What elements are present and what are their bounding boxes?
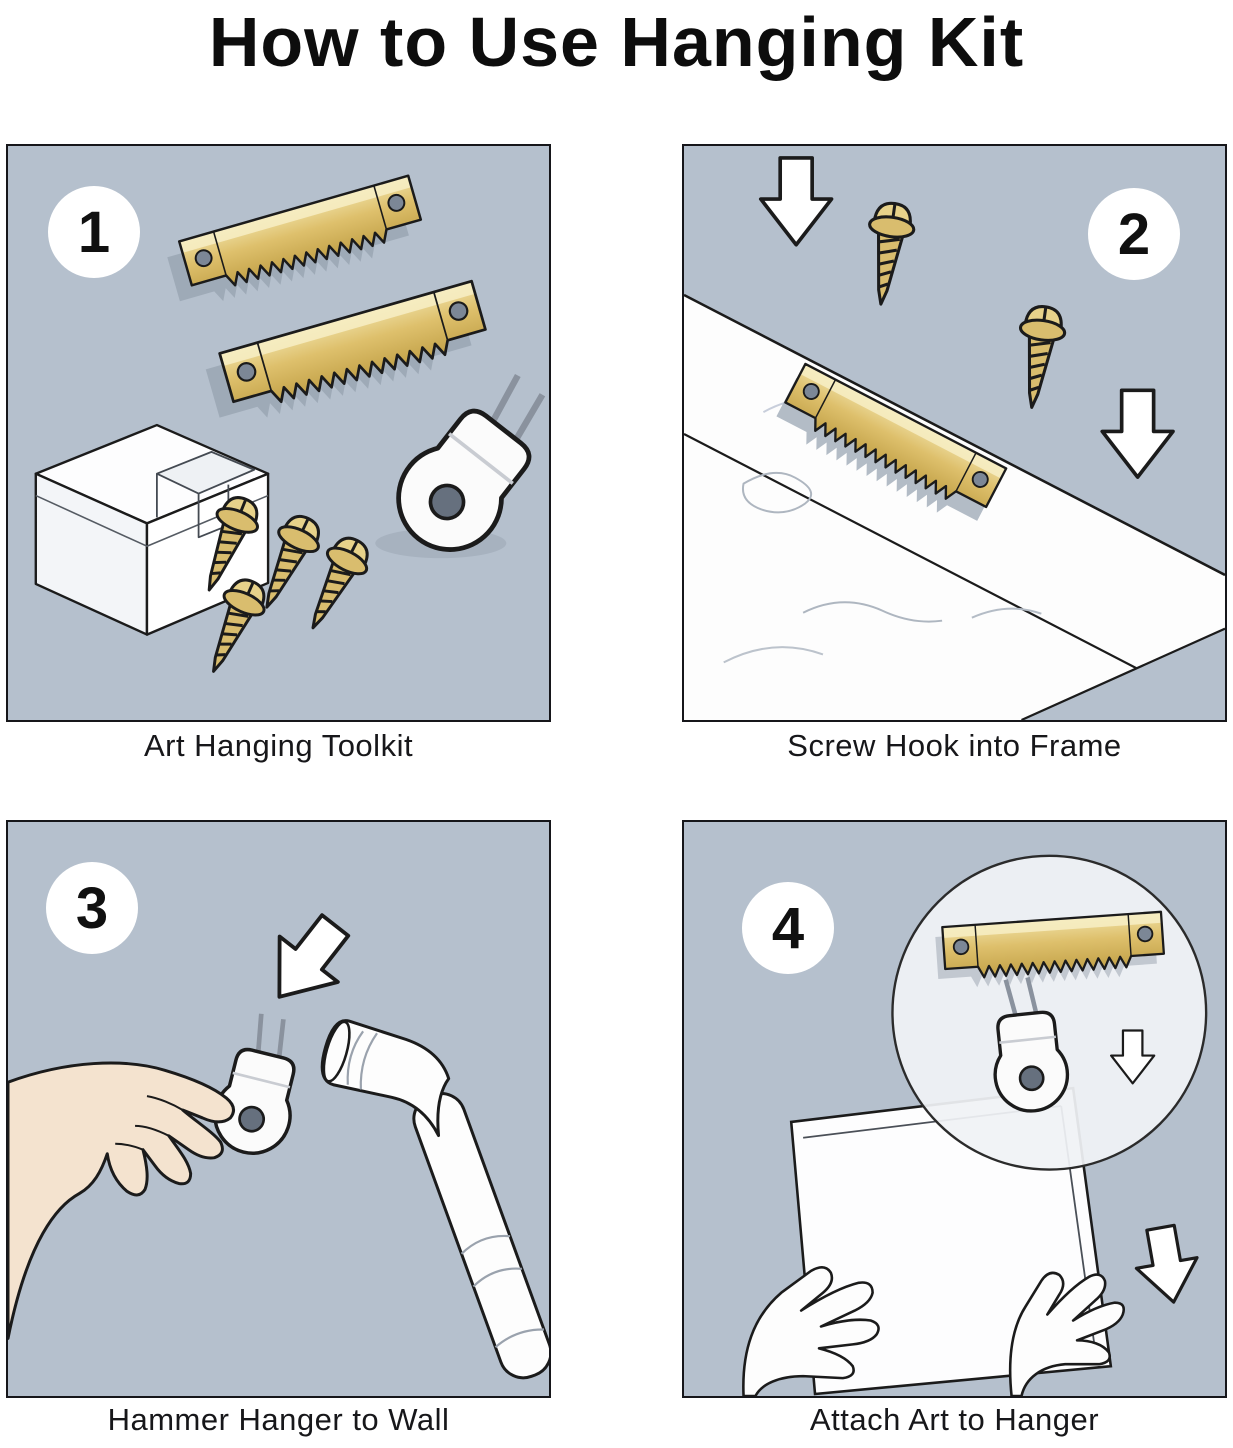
sawtooth-hanger-icon: [167, 176, 424, 313]
step-panel-1: 1: [6, 144, 551, 722]
hand-icon: [8, 1061, 236, 1340]
panel-2-illustration: [684, 156, 1225, 720]
magnifier-detail: [891, 854, 1208, 1171]
step-number-badge: 1: [48, 186, 140, 278]
panel-3-illustration: [8, 900, 549, 1380]
step-caption: Art Hanging Toolkit: [143, 728, 414, 763]
down-arrow-icon: [758, 156, 834, 247]
step-number-badge: 3: [46, 862, 138, 954]
hammer-icon: [320, 1019, 549, 1380]
step-number-badge: 4: [742, 882, 834, 974]
sawtooth-hanger-icon: [205, 281, 489, 431]
panel-4-illustration: [742, 854, 1208, 1396]
hand-icon: [1008, 1271, 1126, 1396]
hand-icon: [742, 1266, 880, 1396]
step-caption: Screw Hook into Frame: [787, 728, 1122, 763]
down-arrow-icon: [1128, 1220, 1206, 1310]
step-panel-2: 2: [682, 144, 1227, 722]
down-arrow-icon: [1100, 388, 1175, 479]
down-arrow-icon: [248, 900, 367, 1022]
panel-1-illustration: [34, 146, 549, 682]
step-panel-4: 4: [682, 820, 1227, 1398]
page-title: How to Use Hanging Kit: [208, 3, 1025, 81]
wall-hook-icon: [375, 357, 549, 570]
step-panel-3: 3: [6, 820, 551, 1398]
step-caption: Hammer Hanger to Wall: [107, 1402, 450, 1437]
step-number-badge: 2: [1088, 188, 1180, 280]
step-caption: Attach Art to Hanger: [809, 1402, 1100, 1437]
screw-icon: [1008, 302, 1070, 412]
wall-hook-icon: [207, 1009, 313, 1162]
screw-icon: [857, 198, 919, 309]
